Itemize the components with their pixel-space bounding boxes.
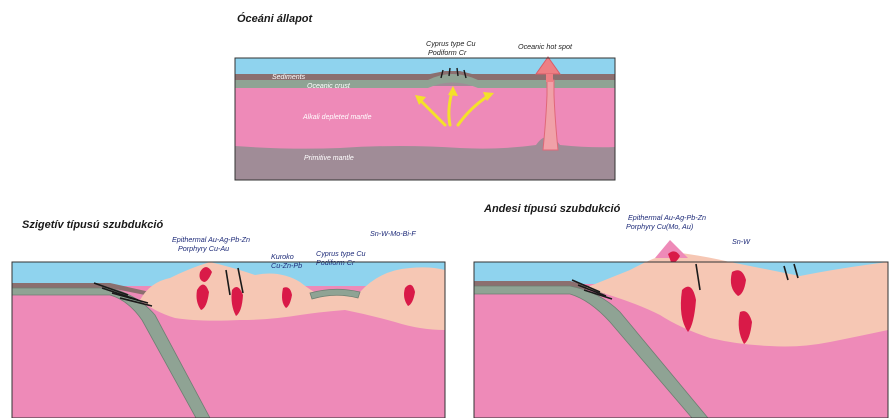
andean-epithermal-1: Epithermal Au-Ag-Pb-Zn <box>628 213 706 222</box>
kuroko-label-1: Kuroko <box>271 252 294 261</box>
panel-andean: Andesi típusú szubdukció Epit <box>474 203 888 418</box>
andean-snw: Sn-W <box>732 237 751 246</box>
oceanic-crust-label: Oceanic crust <box>307 83 351 90</box>
island-arc-panel-title: Szigetív típusú szubdukció <box>22 219 163 231</box>
alkali-mantle-label: Alkali depleted mantle <box>302 114 372 121</box>
island-arc-epithermal-2: Porphyry Cu-Au <box>178 244 229 253</box>
island-arc-cyprus-1: Cyprus type Cu <box>316 249 366 258</box>
andean-epithermal-2: Porphyry Cu(Mo, Au) <box>626 222 693 231</box>
alkali-mantle-layer <box>235 86 615 149</box>
island-arc-epithermal-1: Epithermal Au-Ag-Pb-Zn <box>172 235 250 244</box>
oceanic-panel-title: Óceáni állapot <box>237 12 314 25</box>
andean-panel-title: Andesi típusú szubdukció <box>483 203 621 215</box>
oceanic-cyprus-label-1: Cyprus type Cu <box>426 39 476 48</box>
panel-oceanic: Óceáni állapot <box>235 12 615 180</box>
sediments-label: Sediments <box>272 74 306 81</box>
hotspot-label: Oceanic hot spot <box>518 42 573 51</box>
island-arc-snw: Sn-W-Mo-Bi-F <box>370 229 416 238</box>
panel-island-arc: Szigetív típusú szubdukció <box>12 219 445 418</box>
primitive-mantle-label: Primitive mantle <box>304 155 354 162</box>
oceanic-cyprus-label-2: Podiform Cr <box>428 48 467 57</box>
hotspot-conduit <box>546 74 553 82</box>
